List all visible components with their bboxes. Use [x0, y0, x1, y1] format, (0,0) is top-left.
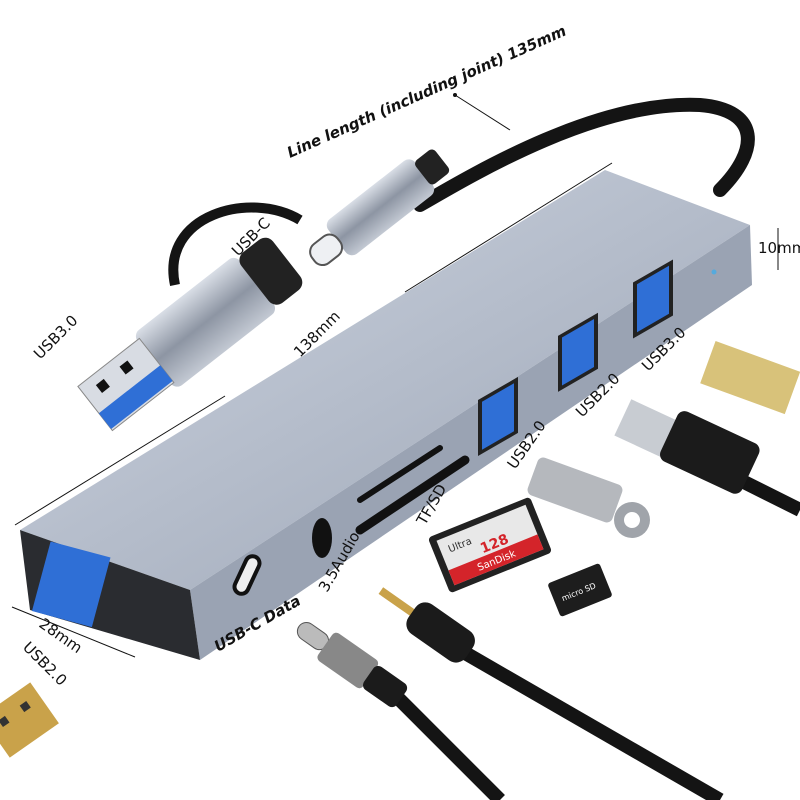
- usb-hub-body: [20, 170, 752, 660]
- length-dimension-line-2: [14, 395, 226, 526]
- height-label: 10mm: [758, 239, 800, 257]
- front-usb-port: [31, 541, 111, 628]
- usbc-data-port: [232, 554, 262, 596]
- usb3-plug-label: USB3.0: [30, 311, 81, 362]
- usbc-cable-plug: [296, 621, 408, 708]
- usb3-port: [633, 259, 673, 339]
- hub-cable: [413, 97, 755, 212]
- sd-card: Ultra 128 SanDisk: [428, 497, 552, 593]
- audio-cable: [456, 643, 724, 800]
- microsd-card: micro SD: [548, 563, 612, 617]
- length-dimension-line: [404, 162, 613, 293]
- usb-c-plug: [309, 149, 450, 267]
- audio-plug: [378, 587, 475, 663]
- usb2-port-b: [558, 312, 598, 392]
- led-indicator: [711, 269, 717, 275]
- gold-usb-plug: [0, 682, 59, 758]
- silver-flash-drive: [527, 457, 623, 523]
- tf-slot: [357, 445, 443, 503]
- sd-slot: [355, 455, 470, 535]
- line-length-pointer: [454, 94, 511, 131]
- usb3-plug: [77, 237, 303, 432]
- usb2-port-a: [478, 376, 518, 457]
- gold-flash-drive: [700, 340, 800, 415]
- audio-jack: [312, 518, 332, 558]
- splitter-cable: [168, 202, 303, 287]
- width-dimension-line: [11, 606, 136, 658]
